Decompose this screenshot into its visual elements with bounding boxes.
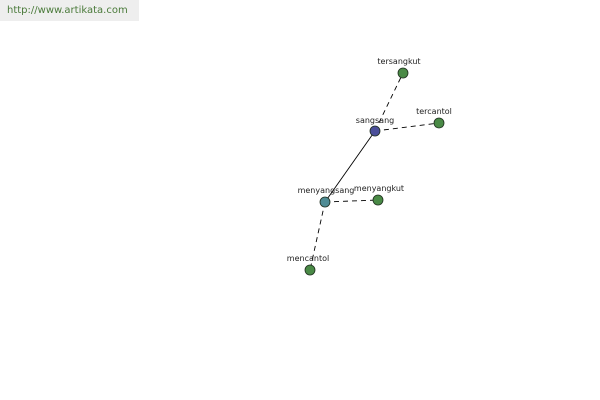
node-label-menyangkut: menyangkut	[354, 184, 404, 193]
node-mencantol[interactable]	[304, 264, 316, 276]
node-tersangkut[interactable]	[397, 67, 409, 79]
node-label-tersangkut: tersangkut	[377, 57, 420, 66]
node-sangsang[interactable]	[369, 125, 381, 137]
node-label-tercantol: tercantol	[416, 107, 452, 116]
node-label-menyangsang: menyangsang	[298, 186, 355, 195]
node-label-sangsang: sangsang	[356, 116, 394, 125]
edges-layer	[309, 72, 440, 271]
edge-menyangsang-mencantol	[309, 201, 326, 271]
edge-sangsang-tercantol	[374, 122, 440, 132]
edge-sangsang-menyangsang	[324, 130, 376, 203]
node-menyangsang[interactable]	[319, 196, 331, 208]
nodes-layer	[304, 67, 445, 276]
watermark-link[interactable]: http://www.artikata.com	[0, 0, 139, 21]
node-label-mencantol: mencantol	[287, 254, 329, 263]
edge-menyangsang-menyangkut	[324, 199, 379, 203]
node-menyangkut[interactable]	[372, 194, 384, 206]
edge-sangsang-tersangkut	[374, 72, 404, 132]
node-tercantol[interactable]	[433, 117, 445, 129]
